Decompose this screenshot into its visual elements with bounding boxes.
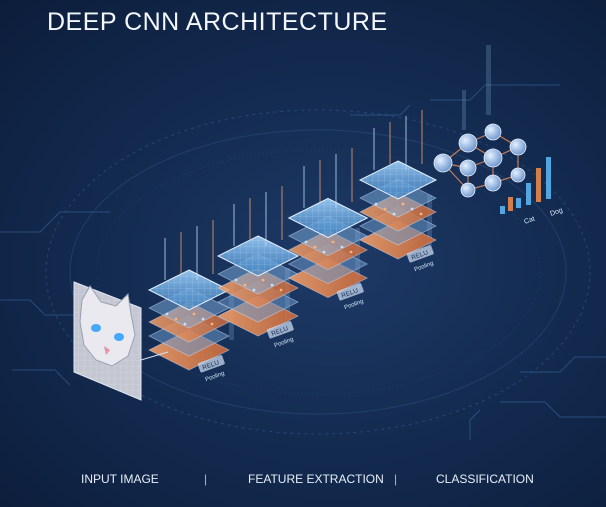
output-bar (500, 206, 505, 214)
activation-dot (331, 240, 335, 244)
class-label: Dog (549, 207, 564, 218)
conv-filter-grid (288, 198, 368, 238)
input-image-panel (73, 281, 169, 401)
activation-dot (279, 288, 283, 292)
layer-tag-box (406, 245, 434, 263)
classifier-network: Cat Dog (433, 123, 564, 226)
neuron-node (433, 153, 453, 173)
activation-dot (174, 317, 178, 321)
activation-dot (313, 245, 317, 249)
pooling-label: Pooling (205, 371, 226, 383)
neuron-node (509, 138, 527, 156)
neuron-node (484, 174, 502, 192)
label-separator: | (394, 472, 398, 486)
activation-dot (419, 212, 423, 216)
activation-dot (270, 283, 274, 287)
label-classification: CLASSIFICATION (436, 472, 534, 486)
activation-dot (192, 312, 196, 316)
label-separator: | (204, 472, 208, 486)
activation-dot (340, 245, 344, 249)
class-label: Cat (523, 216, 536, 226)
conv-filter-grid (149, 270, 229, 310)
neuron-node (510, 167, 526, 183)
layer-tag: Pooling (274, 337, 295, 349)
activation-dot (374, 202, 378, 206)
activation-dot (252, 288, 256, 292)
output-bar (536, 168, 541, 202)
activation-dot (234, 278, 238, 282)
neuron-node (459, 159, 477, 177)
layer-tag-box (197, 355, 225, 373)
layer-tag: Pooling (344, 299, 365, 311)
label-feature-extraction: FEATURE EXTRACTION (248, 472, 384, 486)
activation-dot (183, 322, 187, 326)
diagram-title: DEEP CNN ARCHITECTURE (47, 8, 388, 36)
pooling-label: Pooling (414, 261, 435, 273)
background-rings (45, 109, 591, 435)
activation-dot (210, 322, 214, 326)
neuron-node (483, 148, 503, 168)
neuron-node (484, 123, 502, 141)
pooling-label: Pooling (274, 337, 295, 349)
conv-filter-grid (218, 236, 298, 276)
neuron-node (458, 133, 478, 153)
activation-dot (401, 202, 405, 206)
layer-tag-box (266, 321, 294, 339)
activation-dot (304, 240, 308, 244)
activation-dot (392, 212, 396, 216)
activation-dot (261, 278, 265, 282)
output-bar (526, 183, 531, 205)
feature-extraction-stages: RELUPoolingRELUPoolingRELUPoolingRELUPoo… (147, 110, 438, 383)
pooling-label: Pooling (344, 299, 365, 311)
activation-dot (349, 250, 353, 254)
layer-tag: Pooling (414, 261, 435, 273)
output-bar (546, 157, 551, 199)
stage-labels: INPUT IMAGE | FEATURE EXTRACTION | CLASS… (0, 468, 606, 492)
circuit-traces (0, 84, 606, 440)
layer-tag: Pooling (205, 371, 226, 383)
activation-dot (165, 312, 169, 316)
activation-dot (383, 207, 387, 211)
activation-dot (410, 207, 414, 211)
output-bar (508, 197, 513, 211)
layer-tag-box (336, 283, 364, 301)
output-bar (516, 198, 521, 208)
label-input-image: INPUT IMAGE (81, 472, 159, 486)
activation-dot (243, 283, 247, 287)
cat-face-icon (79, 285, 136, 367)
neuron-node (460, 182, 476, 198)
activation-dot (201, 317, 205, 321)
conv-filter-grid (360, 161, 436, 199)
activation-dot (322, 250, 326, 254)
